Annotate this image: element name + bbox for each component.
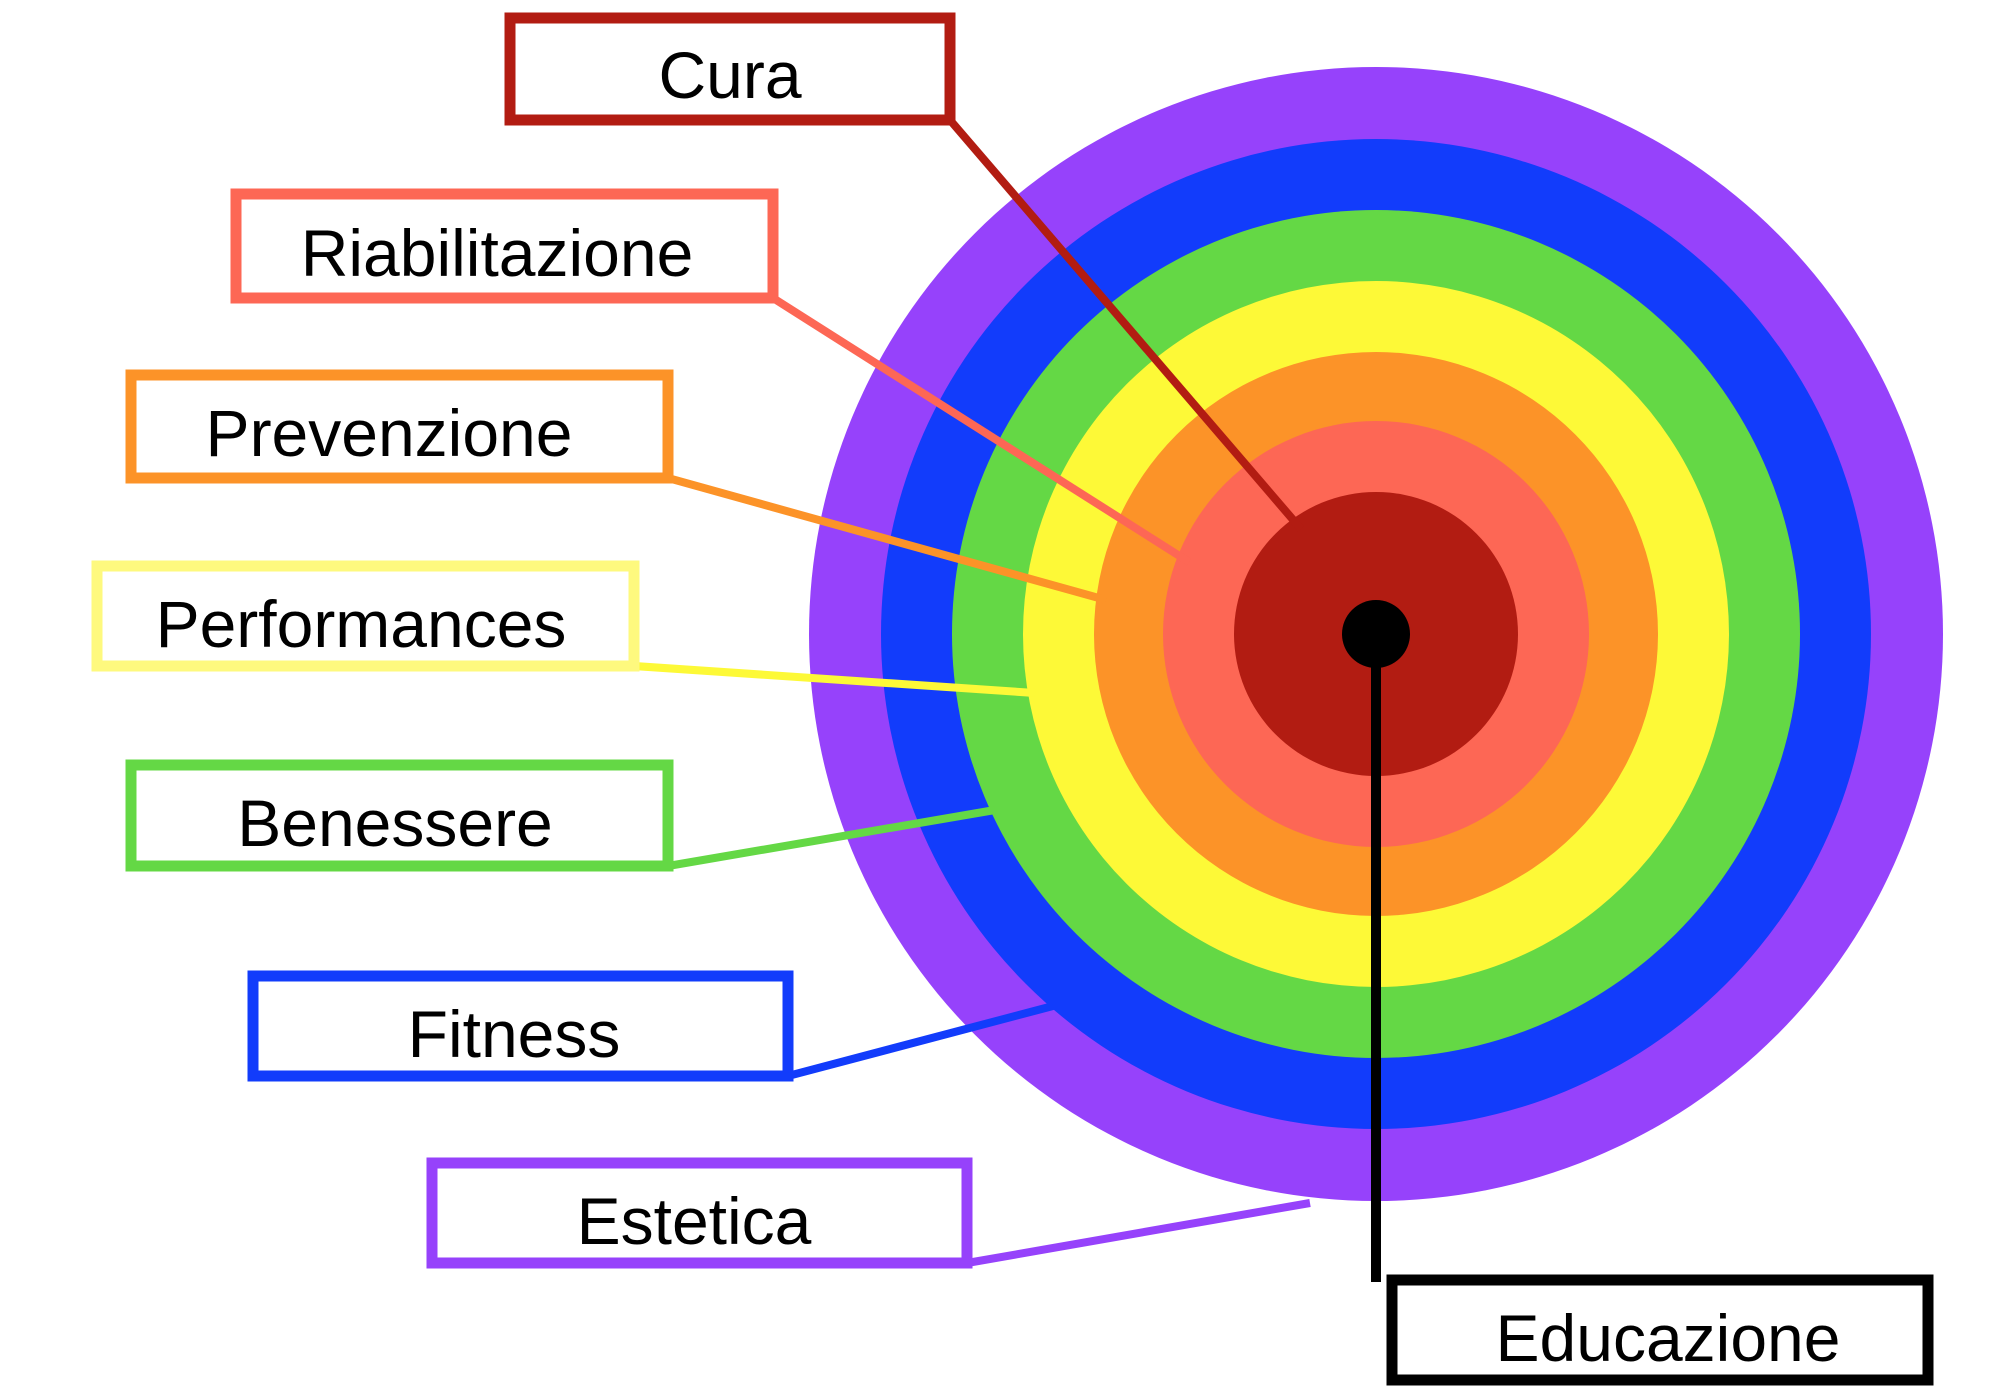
label-cura: Cura xyxy=(658,38,801,112)
label-benessere: Benessere xyxy=(237,786,553,860)
label-box-prevenzione: Prevenzione xyxy=(125,369,674,484)
leader-line-riabilitazione xyxy=(770,294,1192,566)
label-box-frame-performances xyxy=(91,560,640,672)
leader-line-cura xyxy=(946,117,1305,532)
center-dot xyxy=(1342,600,1410,668)
label-fitness: Fitness xyxy=(408,997,621,1071)
label-estetica: Estetica xyxy=(577,1184,812,1258)
label-box-frame-fitness xyxy=(247,970,794,1082)
label-box-frame-prevenzione xyxy=(125,369,674,484)
label-box-estetica: Estetica xyxy=(426,1157,973,1269)
label-performances: Performances xyxy=(156,587,567,661)
label-box-fitness: Fitness xyxy=(247,970,794,1082)
label-box-frame-cura xyxy=(504,12,956,126)
label-prevenzione: Prevenzione xyxy=(206,396,573,470)
label-box-cura: Cura xyxy=(504,12,956,126)
label-educazione: Educazione xyxy=(1496,1301,1841,1375)
label-riabilitazione: Riabilitazione xyxy=(301,216,694,290)
label-box-performances: Performances xyxy=(91,560,640,672)
leader-line-performances xyxy=(633,662,1036,697)
leader-line-estetica xyxy=(966,1199,1311,1267)
label-box-frame-estetica xyxy=(426,1157,973,1269)
label-box-benessere: Benessere xyxy=(125,759,674,872)
label-box-frame-riabilitazione xyxy=(230,188,779,304)
leader-lines xyxy=(633,117,1381,1282)
leader-line-benessere xyxy=(667,806,996,870)
label-box-educazione: Educazione xyxy=(1386,1274,1934,1386)
leader-line-fitness xyxy=(786,1002,1055,1080)
leader-line-prevenzione xyxy=(666,474,1108,604)
label-box-frame-educazione xyxy=(1386,1274,1934,1386)
label-box-frame-benessere xyxy=(125,759,674,872)
label-boxes: Cura Riabilitazione Prevenzione Performa… xyxy=(91,12,1934,1386)
label-box-riabilitazione: Riabilitazione xyxy=(230,188,779,304)
